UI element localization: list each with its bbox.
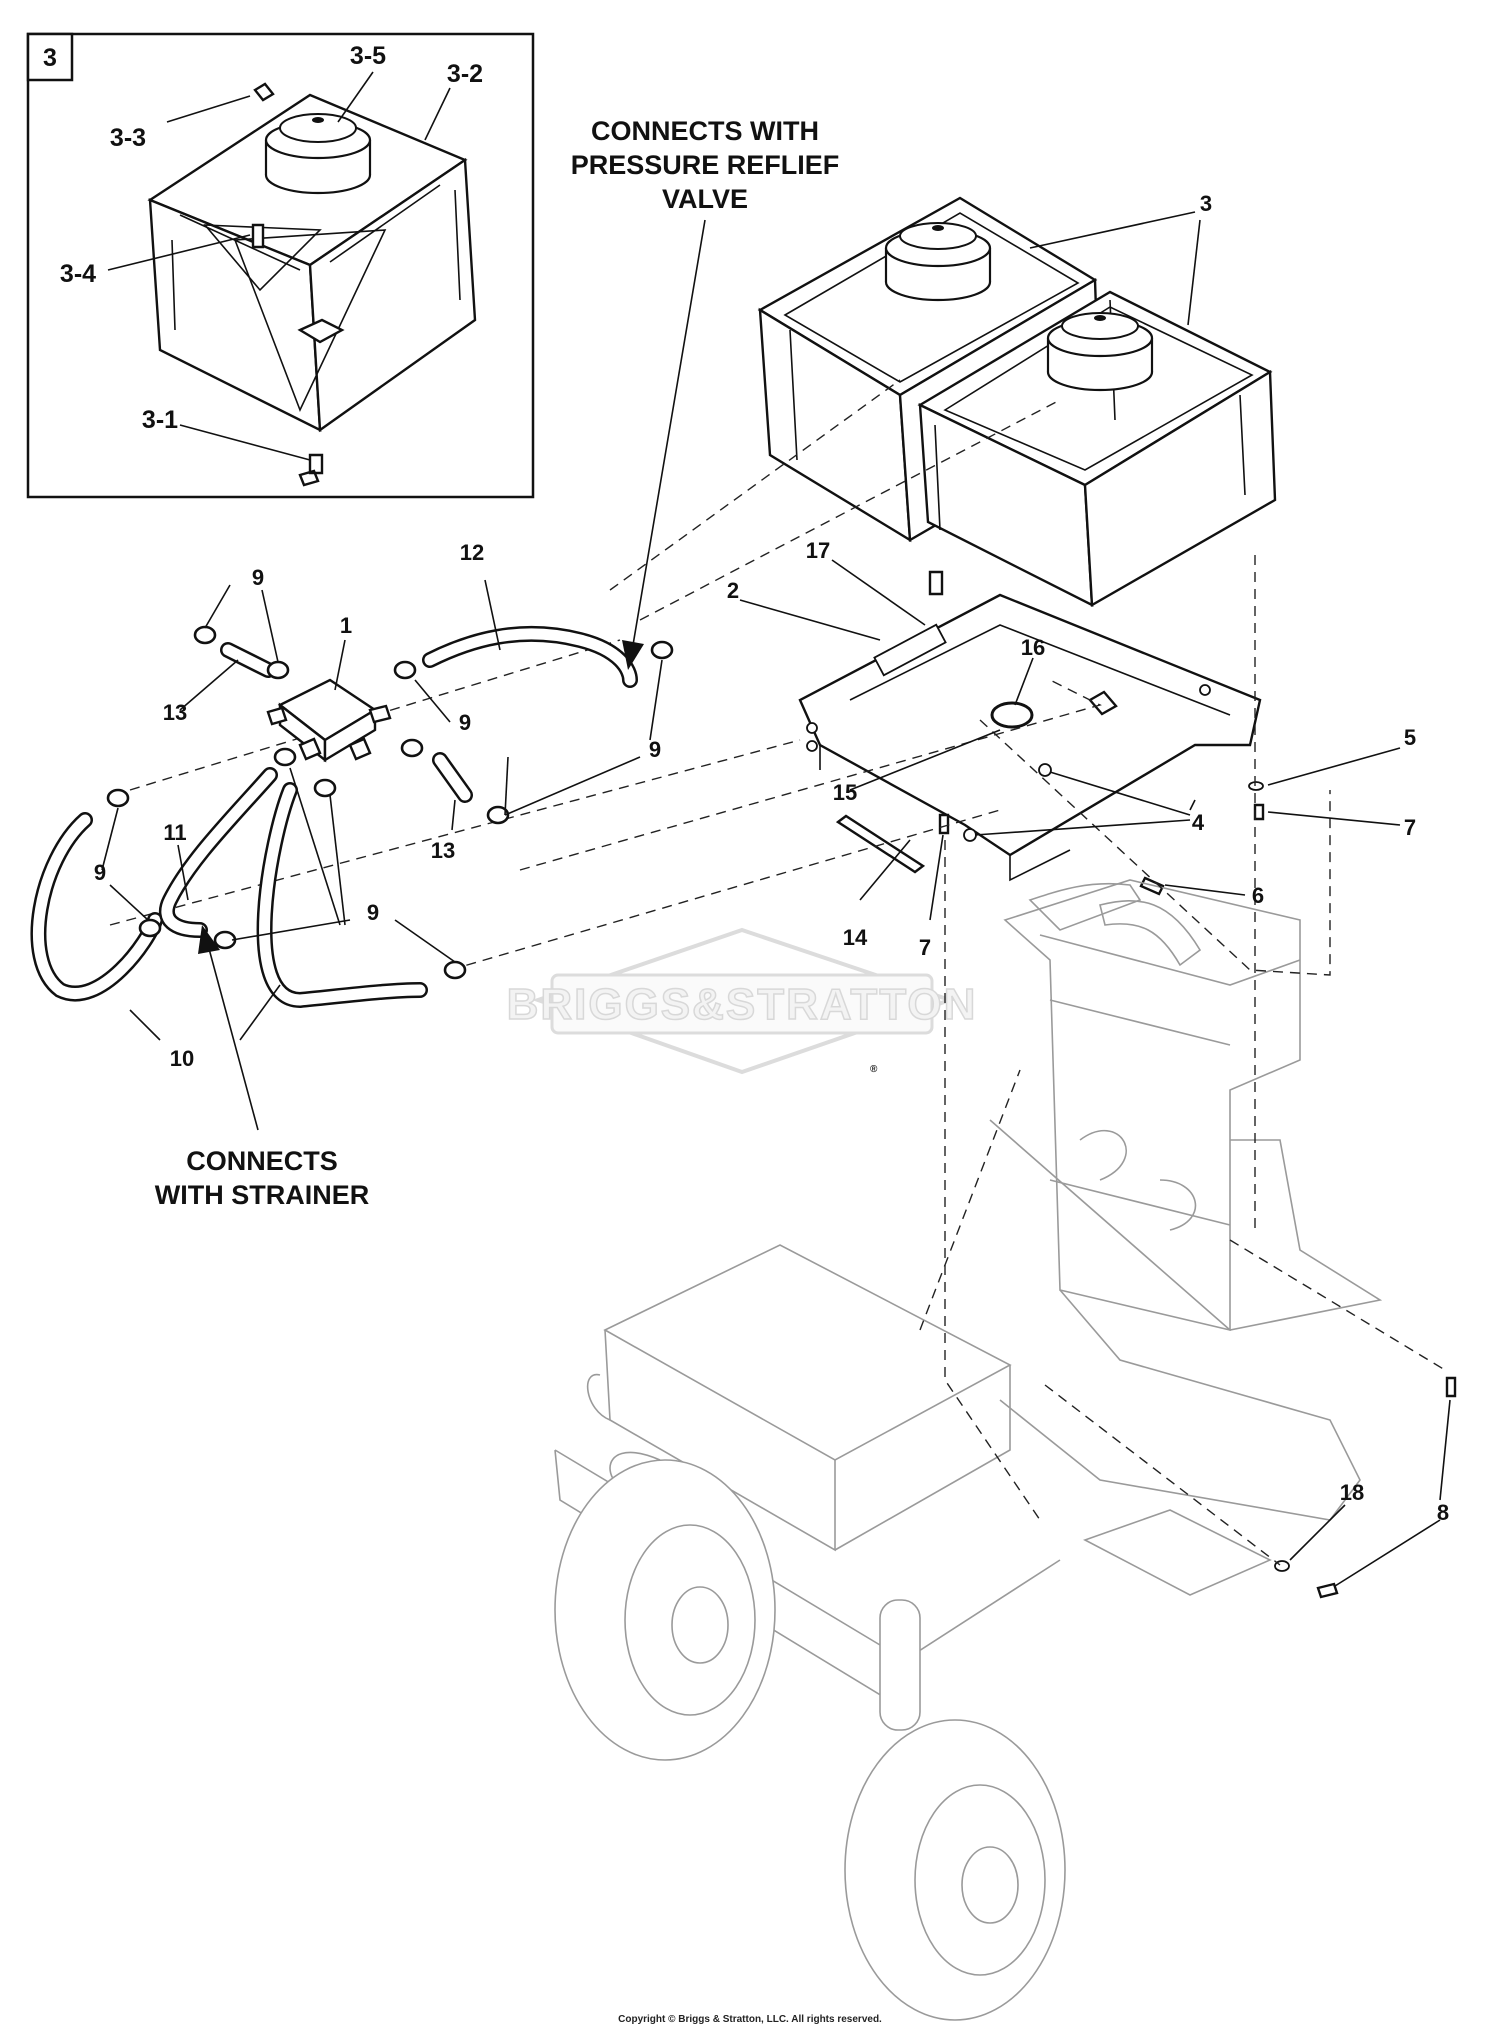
callout-2: 2 xyxy=(727,578,739,603)
watermark-brand: BRIGGS&STRATTON xyxy=(507,980,978,1029)
bolt-7-icon xyxy=(938,813,950,835)
connection-notes: CONNECTS WITH PRESSURE REFLIEF VALVE CON… xyxy=(155,116,840,1210)
bolt-8-top-icon xyxy=(1445,1376,1457,1398)
callout-9-top: 9 xyxy=(252,565,264,590)
callout-9-right: 9 xyxy=(649,737,661,762)
elbow-fitting-15-icon xyxy=(1088,690,1118,716)
callout-6: 6 xyxy=(1252,883,1264,908)
callout-13-right: 13 xyxy=(431,838,455,863)
inset-tank xyxy=(147,82,477,487)
copyright-footer: Copyright © Briggs & Stratton, LLC. All … xyxy=(618,2014,882,2025)
fitting-3-1-icon xyxy=(298,453,324,487)
strip-14-icon xyxy=(835,814,926,874)
inset-badge: 3 xyxy=(43,44,57,72)
callout-10: 10 xyxy=(170,1046,194,1071)
callout-11: 11 xyxy=(163,820,186,845)
tank-detail-inset: 3 3-5 3-2 xyxy=(26,32,535,499)
callout-7: 7 xyxy=(919,935,931,960)
label-3-5: 3-5 xyxy=(350,42,386,70)
twin-spray-tanks xyxy=(757,196,1277,608)
hose-clamp-16-icon xyxy=(990,701,1034,729)
callout-9-mid: 9 xyxy=(459,710,471,735)
label-3-1: 3-1 xyxy=(142,406,178,434)
nut-4-icon xyxy=(963,828,977,842)
callout-3: 3 xyxy=(1200,191,1212,216)
tank-mount-bracket xyxy=(798,570,1265,896)
tank-cap-rear-icon xyxy=(884,222,992,302)
callout-numbers: 1 2 3 4 5 6 7 7 8 18 9 9 9 9 9 10 11 12 … xyxy=(94,191,1449,1525)
label-3-4: 3-4 xyxy=(60,260,96,288)
brand-watermark: BRIGGS&STRATTON ® xyxy=(506,927,978,1075)
fitting-3-4-icon xyxy=(251,223,265,249)
arrow-to-relief-valve-icon xyxy=(622,640,644,670)
watermark-registered: ® xyxy=(870,1064,878,1075)
note-strainer-line-2: WITH STRAINER xyxy=(155,1180,369,1210)
hose-clamps-9 xyxy=(106,625,674,980)
note-relief-line-2: PRESSURE REFLIEF xyxy=(571,150,840,180)
note-strainer-line-1: CONNECTS xyxy=(186,1146,338,1176)
callout-15: 15 xyxy=(833,780,857,805)
callout-8: 8 xyxy=(1437,1500,1449,1525)
callout-9-left: 9 xyxy=(94,860,106,885)
assembly-lines xyxy=(109,379,1446,1566)
mower-frame xyxy=(554,879,1457,2021)
tank-cap-front-icon xyxy=(1046,312,1154,392)
bolt-8-bottom-icon xyxy=(1316,1582,1339,1599)
label-3-3: 3-3 xyxy=(110,124,146,152)
callout-4: 4 xyxy=(1192,810,1205,835)
hose-assembly xyxy=(30,625,674,1009)
control-valve-1-icon xyxy=(266,678,392,763)
callout-5: 5 xyxy=(1404,725,1416,750)
front-wheel-right-icon xyxy=(844,1719,1066,2021)
bolt-7-right-icon xyxy=(1253,803,1265,821)
fitting-3-3-icon xyxy=(253,82,275,102)
callout-9-bottom: 9 xyxy=(367,900,379,925)
strainer-plate-icon xyxy=(297,318,345,344)
washer-5-icon xyxy=(1248,781,1264,791)
arrow-to-strainer-icon xyxy=(198,925,220,954)
inset-badge-box xyxy=(26,32,74,82)
callout-17: 17 xyxy=(806,538,830,563)
callout-13: 13 xyxy=(163,700,187,725)
callout-16: 16 xyxy=(1021,635,1045,660)
callout-14: 14 xyxy=(843,925,868,950)
callout-leaders xyxy=(101,559,1451,1587)
label-3-2: 3-2 xyxy=(447,60,483,88)
note-relief-line-1: CONNECTS WITH xyxy=(591,116,819,146)
callout-7-right: 7 xyxy=(1404,815,1416,840)
callout-12: 12 xyxy=(460,540,484,565)
front-wheel-left-icon xyxy=(554,1459,776,1761)
note-relief-line-3: VALVE xyxy=(662,184,748,214)
callout-18: 18 xyxy=(1340,1480,1364,1505)
callout-1: 1 xyxy=(340,613,352,638)
connection-arrows xyxy=(198,219,706,1131)
